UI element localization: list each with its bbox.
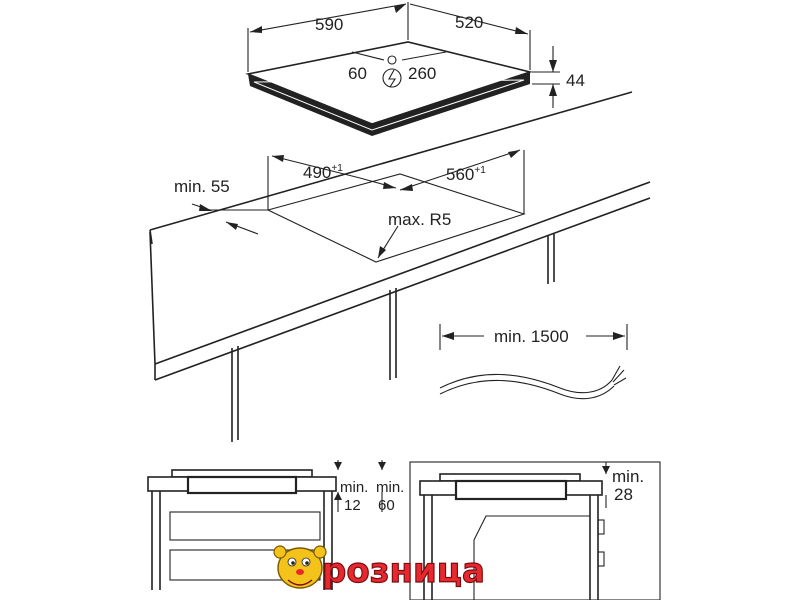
hob-top-plate (245, 41, 533, 125)
side-view-right-frame (409, 461, 661, 600)
countertop-drawing (149, 91, 651, 442)
countertop-front-edge (154, 181, 651, 365)
label-cable-length: min. 1500 (494, 327, 569, 346)
label-hob-width: 590 (315, 15, 343, 34)
label-connector-right: 260 (408, 64, 436, 83)
label-clear-a: 12 (344, 497, 361, 514)
label-hob-height: 44 (566, 71, 585, 90)
label-connector-left: 60 (348, 64, 367, 83)
hob-drawing (245, 2, 560, 136)
dim-line-590 (249, 3, 407, 33)
label-hob-depth: 520 (455, 13, 483, 32)
dim-line-520 (409, 3, 529, 35)
label-cutout-depth: 560+1 (446, 165, 486, 184)
connector-point (387, 55, 397, 65)
label-clear-right-min: min. (612, 467, 644, 486)
label-edge-distance: min. 55 (174, 177, 230, 196)
power-bolt-icon (382, 68, 402, 88)
label-clear-a-min: min. (340, 479, 368, 496)
cable-drawing (439, 324, 628, 400)
watermark-logo: розница (273, 545, 486, 592)
label-clear-b-min: min. (376, 479, 404, 496)
watermark-text: розница (322, 551, 485, 591)
label-clear-b: 60 (378, 497, 395, 514)
side-view-right (409, 461, 661, 600)
label-cutout-radius: max. R5 (388, 210, 451, 229)
countertop-back-edge (149, 91, 633, 231)
label-cutout-width: 490+1 (303, 163, 343, 182)
smiley-mascot-icon (273, 545, 327, 589)
label-clear-right: 28 (614, 485, 633, 504)
